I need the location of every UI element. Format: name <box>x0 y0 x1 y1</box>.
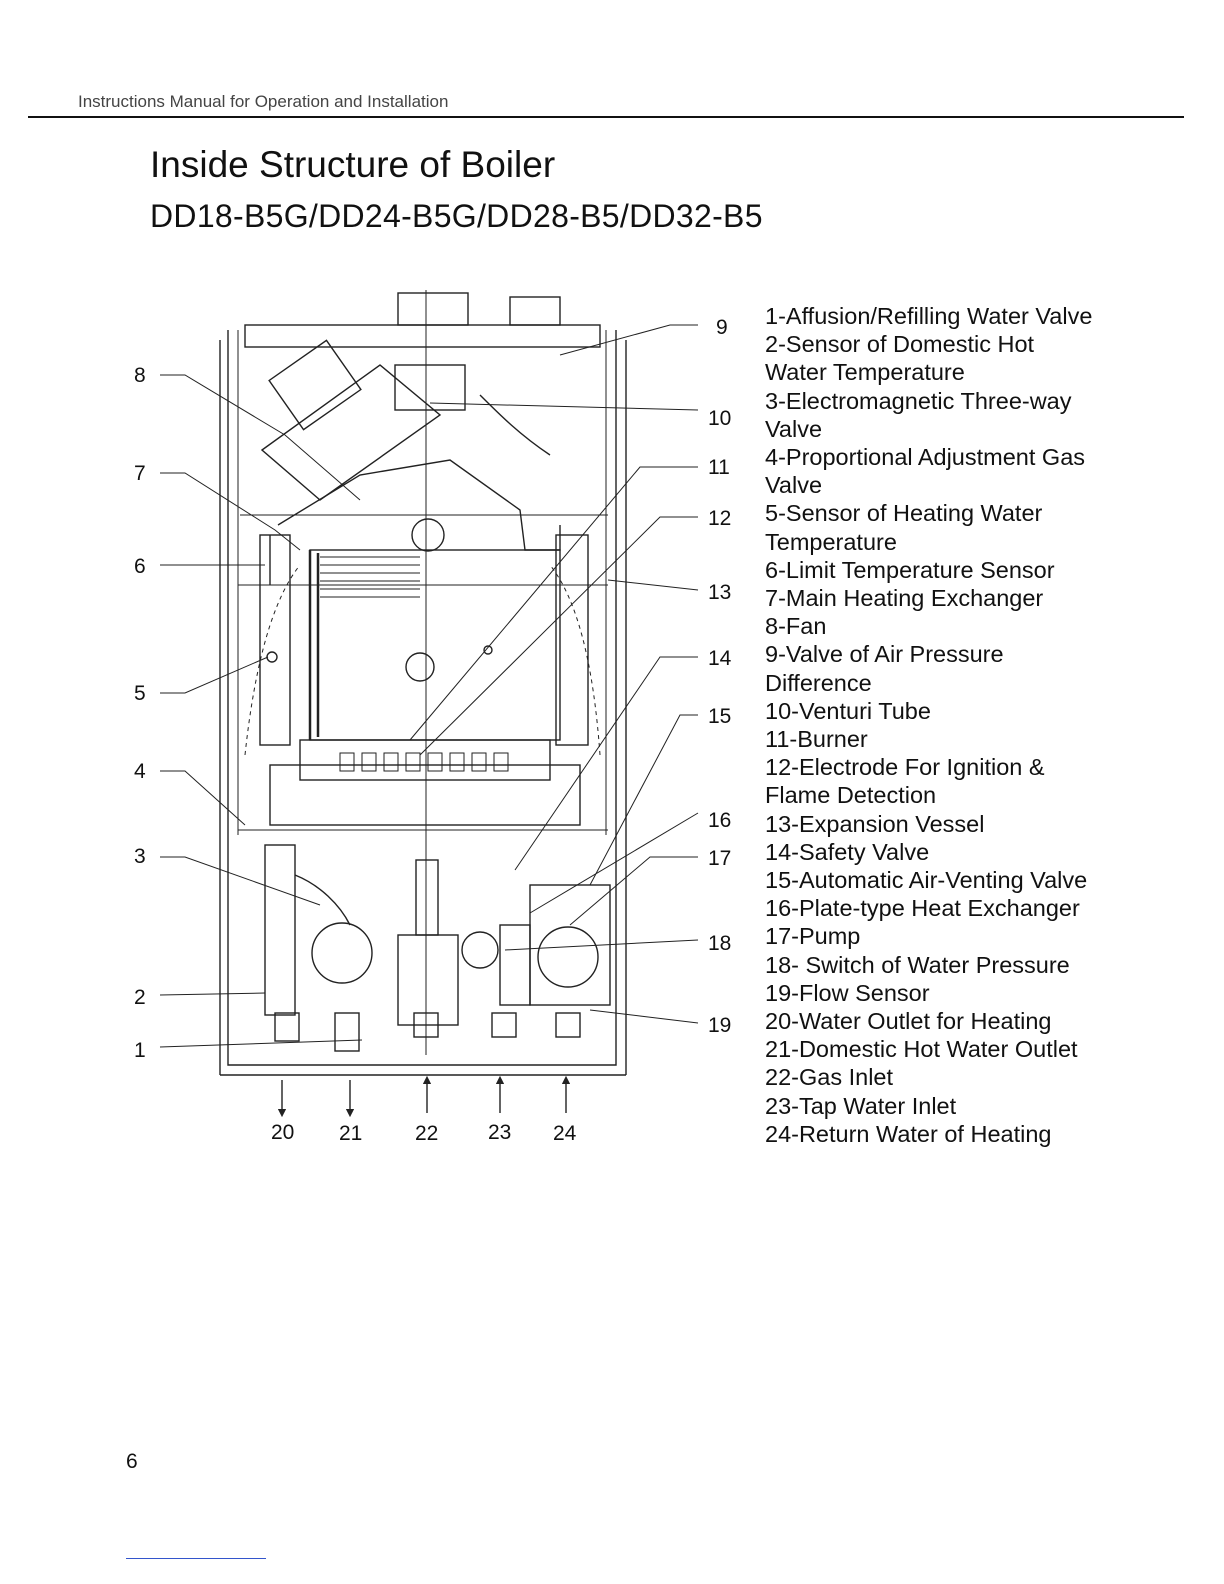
callout-17: 17 <box>708 847 731 870</box>
callout-5: 5 <box>134 682 146 705</box>
callout-8: 8 <box>134 364 146 387</box>
callout-15: 15 <box>708 705 731 728</box>
parts-legend: 1-Affusion/Refilling Water Valve 2-Senso… <box>765 302 1185 1148</box>
callout-13: 13 <box>708 581 731 604</box>
legend-line: Temperature <box>765 528 897 555</box>
bottom-pipes <box>274 1012 581 1052</box>
boiler-structure-diagram: 8 7 6 5 4 3 2 1 9 10 11 12 13 14 15 16 1… <box>134 290 732 1145</box>
callout-6: 6 <box>134 555 146 578</box>
page-number: 6 <box>126 1450 138 1473</box>
legend-line: 10-Venturi Tube <box>765 697 931 724</box>
legend-line: 4-Proportional Adjustment Gas <box>765 444 1086 471</box>
legend-line: 24-Return Water of Heating <box>765 1120 1052 1147</box>
legend-line: Valve <box>765 472 823 499</box>
callout-10: 10 <box>708 407 731 430</box>
legend-line: 12-Electrode For Ignition & <box>765 754 1045 781</box>
legend-line: 9-Valve of Air Pressure <box>765 641 1004 668</box>
legend-line: 15-Automatic Air-Venting Valve <box>765 867 1088 894</box>
callout-22: 22 <box>415 1122 438 1145</box>
combustion-hood <box>269 459 561 585</box>
callout-9: 9 <box>716 316 728 339</box>
legend-line: 20-Water Outlet for Heating <box>765 1008 1052 1035</box>
callout-19: 19 <box>708 1014 731 1037</box>
legend-line: 22-Gas Inlet <box>765 1064 894 1091</box>
callout-21: 21 <box>339 1122 362 1145</box>
legend-line: 2-Sensor of Domestic Hot <box>765 331 1035 358</box>
legend-line: 7-Main Heating Exchanger <box>765 585 1044 612</box>
callout-7: 7 <box>134 462 146 485</box>
callout-14: 14 <box>708 647 732 670</box>
callout-23: 23 <box>488 1121 511 1144</box>
side-components <box>244 534 601 756</box>
callout-3: 3 <box>134 845 146 868</box>
callout-20: 20 <box>271 1121 294 1144</box>
legend-line: 16-Plate-type Heat Exchanger <box>765 895 1080 922</box>
legend-line: 18- Switch of Water Pressure <box>765 951 1070 978</box>
page-title: Inside Structure of Boiler <box>150 144 556 185</box>
callout-24: 24 <box>553 1122 577 1145</box>
legend-line: 19-Flow Sensor <box>765 979 930 1006</box>
burner <box>269 739 581 826</box>
legend-line: 11-Burner <box>765 726 868 753</box>
legend-line: 5-Sensor of Heating Water <box>765 500 1043 527</box>
callout-2: 2 <box>134 986 146 1009</box>
legend-line: 8-Fan <box>765 613 827 640</box>
legend-line: 3-Electromagnetic Three-way <box>765 387 1072 414</box>
fan-assembly <box>260 339 551 501</box>
hydraulic-group <box>264 844 611 1026</box>
legend-line: 6-Limit Temperature Sensor <box>765 556 1055 583</box>
legend-line: Water Temperature <box>765 359 965 386</box>
callout-1: 1 <box>134 1039 146 1062</box>
model-list: DD18-B5G/DD24-B5G/DD28-B5/DD32-B5 <box>150 198 763 234</box>
boiler-casing <box>219 290 627 1076</box>
callout-18: 18 <box>708 932 731 955</box>
legend-line: Flame Detection <box>765 782 937 809</box>
flow-arrows <box>277 1075 571 1118</box>
header-rule <box>28 116 1184 118</box>
callout-4: 4 <box>134 760 146 783</box>
main-heat-exchanger <box>308 549 561 741</box>
right-leader-lines <box>409 324 699 1024</box>
legend-line: 13-Expansion Vessel <box>765 810 985 837</box>
legend-line: Valve <box>765 415 823 442</box>
callout-16: 16 <box>708 809 731 832</box>
callout-11: 11 <box>708 456 730 479</box>
legend-line: 14-Safety Valve <box>765 838 930 865</box>
callout-12: 12 <box>708 507 731 530</box>
legend-line: 17-Pump <box>765 923 861 950</box>
legend-line: 23-Tap Water Inlet <box>765 1092 957 1119</box>
legend-line: Difference <box>765 669 872 696</box>
left-leader-lines <box>159 374 363 1048</box>
legend-line: 21-Domestic Hot Water Outlet <box>765 1036 1078 1063</box>
running-header: Instructions Manual for Operation and In… <box>78 92 449 111</box>
legend-line: 1-Affusion/Refilling Water Valve <box>765 303 1093 329</box>
footer-rule <box>126 1558 266 1559</box>
